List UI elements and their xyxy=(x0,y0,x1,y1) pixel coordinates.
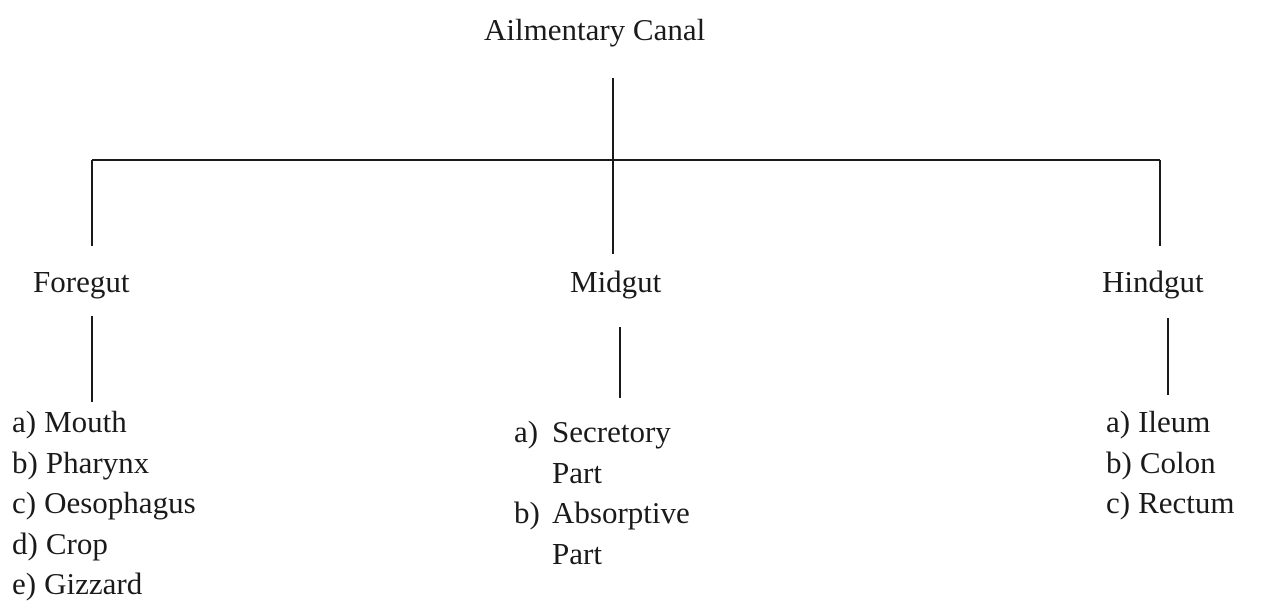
list-item-text: Ileum xyxy=(1138,404,1211,439)
list-item-marker: d) xyxy=(12,525,38,561)
list-item-text: Gizzard xyxy=(44,566,143,601)
list-item-text: Crop xyxy=(45,525,108,561)
foregut-node-label: Foregut xyxy=(33,264,130,299)
list-item: a) Ileum xyxy=(1106,402,1235,443)
list-item: e) Gizzard xyxy=(12,564,196,605)
list-item: c) Oesophagus xyxy=(12,483,196,524)
list-item-marker: b) xyxy=(514,495,540,530)
list-item-text: Secretory Part xyxy=(552,414,671,490)
foregut-parts-list: a) Mouth b) Pharynx c) Oesophagus d) Cro… xyxy=(12,402,196,605)
root-node-label: Ailmentary Canal xyxy=(484,12,706,47)
list-item: a) Mouth xyxy=(12,402,196,443)
list-item-text: Rectum xyxy=(1138,485,1235,520)
list-item: b) Pharynx xyxy=(12,443,196,484)
list-item: b) Colon xyxy=(1106,443,1235,484)
midgut-parts-list: a) Secretory Part b) Absorptive Part xyxy=(514,412,690,574)
hindgut-parts-list: a) Ileum b) Colon c) Rectum xyxy=(1106,402,1235,524)
list-item-text: Colon xyxy=(1139,444,1216,480)
list-item: d) Crop xyxy=(12,524,196,565)
list-item: b) Absorptive Part xyxy=(514,493,690,574)
list-item-marker: a) xyxy=(1106,404,1131,439)
hindgut-node-label: Hindgut xyxy=(1102,264,1204,299)
list-item-text: Pharynx xyxy=(45,444,150,480)
list-item-marker: a) xyxy=(514,414,539,449)
list-item: c) Rectum xyxy=(1106,483,1235,524)
list-item-marker: b) xyxy=(12,444,38,480)
list-item-marker: c) xyxy=(12,485,37,520)
list-item-marker: e) xyxy=(12,566,37,601)
list-item: a) Secretory Part xyxy=(514,412,690,493)
list-item-marker: a) xyxy=(12,404,37,439)
midgut-node-label: Midgut xyxy=(570,264,662,299)
list-item-marker: c) xyxy=(1106,485,1131,520)
list-item-marker: b) xyxy=(1106,444,1132,480)
list-item-text: Oesophagus xyxy=(44,485,196,520)
list-item-text: Absorptive Part xyxy=(552,495,690,571)
list-item-text: Mouth xyxy=(44,404,127,439)
